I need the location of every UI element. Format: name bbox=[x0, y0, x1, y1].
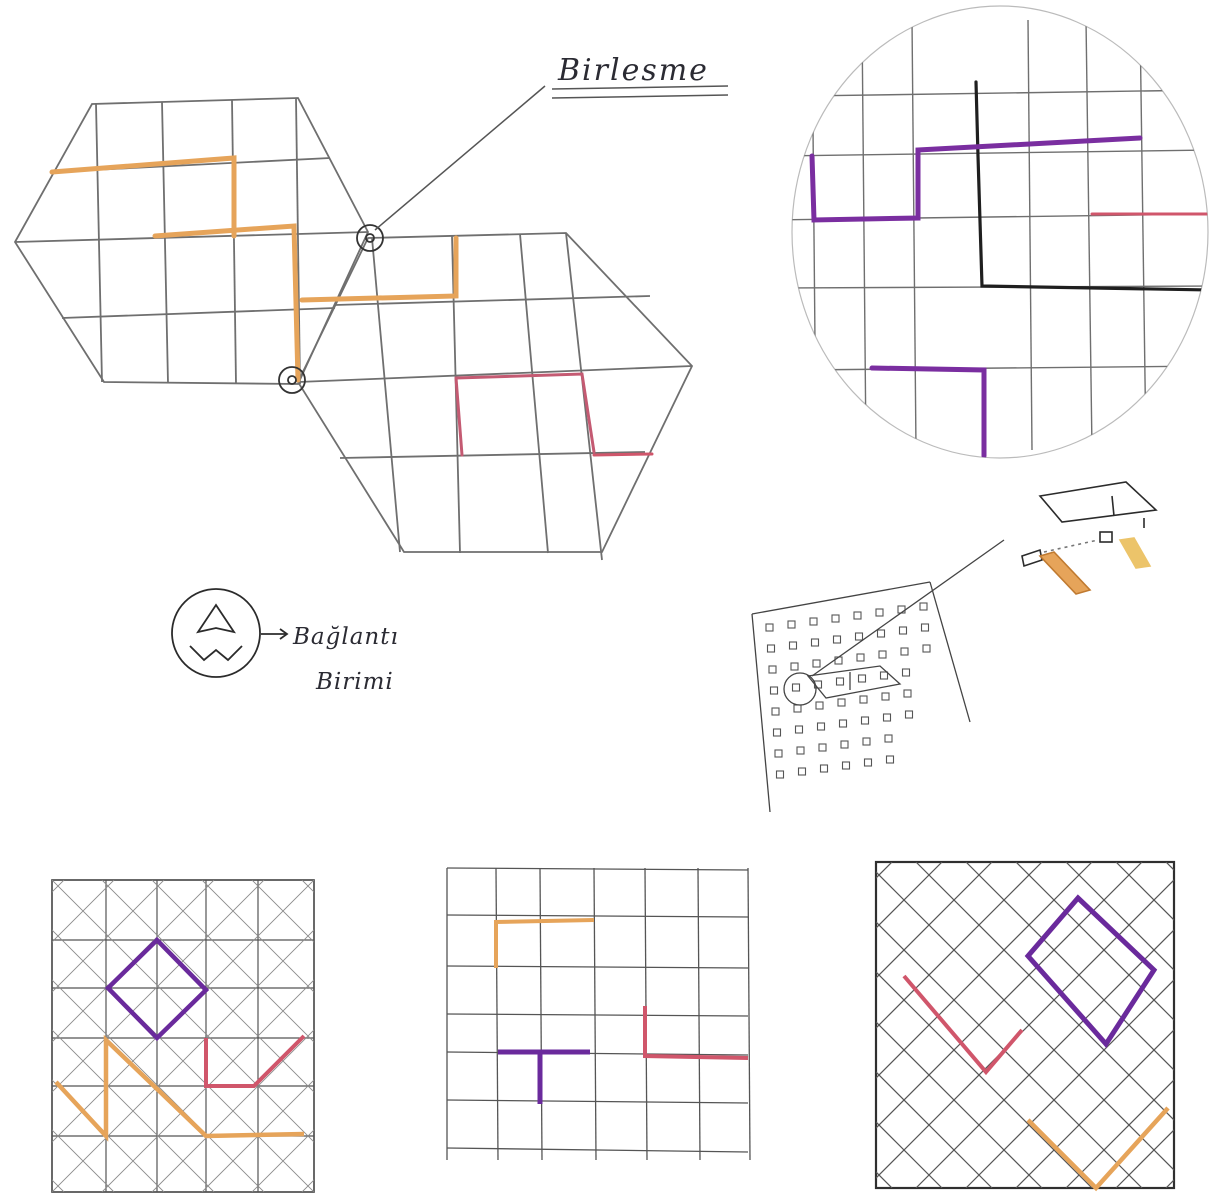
circle-marker-icon bbox=[279, 367, 305, 393]
hexagon-module-left bbox=[15, 98, 368, 384]
connector-label-line1: Bağlantı bbox=[292, 624, 399, 650]
connector-unit-icon bbox=[172, 589, 287, 677]
connector-label-line2: Birimi bbox=[315, 669, 394, 695]
pattern-tile-right bbox=[516, 862, 1212, 1188]
pattern-tile-middle bbox=[447, 868, 750, 1160]
perspective-panel bbox=[752, 540, 1004, 812]
zoom-detail-circle bbox=[770, 6, 1210, 458]
connector-exploded-view bbox=[1022, 482, 1156, 594]
panel-hole-grid bbox=[766, 603, 930, 778]
hexagon-module-right bbox=[298, 233, 692, 560]
pattern-tile-left bbox=[0, 880, 964, 1192]
joint-label: Birlesme bbox=[557, 53, 709, 88]
joint-callout bbox=[375, 86, 728, 230]
